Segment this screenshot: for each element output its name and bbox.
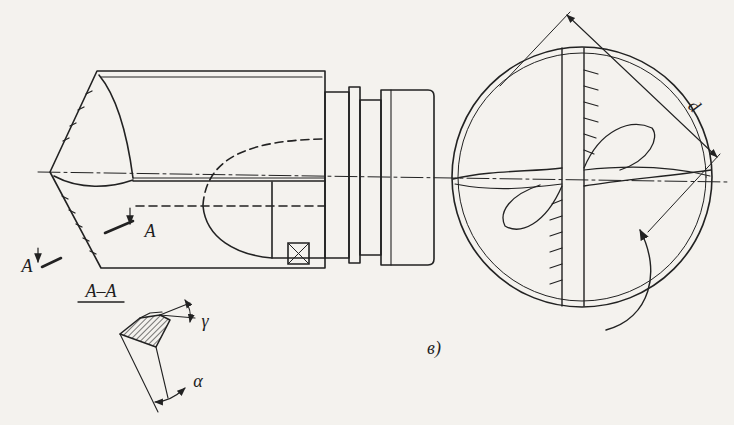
figure-letter: в) (427, 339, 441, 357)
section-mark: A (145, 222, 156, 240)
clearance-angle: α (193, 372, 202, 390)
section-mark: A (22, 257, 33, 275)
rake-angle: γ (201, 312, 208, 330)
diameter-dimension: d (685, 96, 704, 115)
section-title: A–A (86, 282, 117, 300)
